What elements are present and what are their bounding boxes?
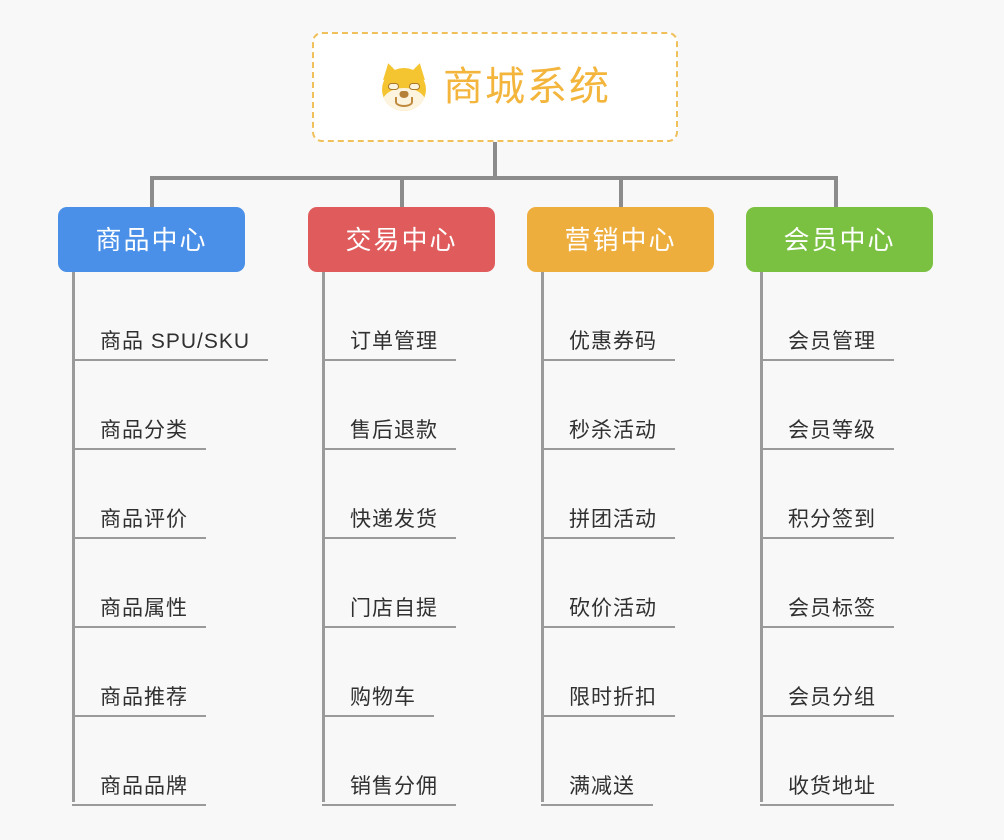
leaf-label: 售后退款 [350,418,438,442]
leaf-item[interactable]: 秒杀活动 [541,361,675,450]
leaf-item[interactable]: 积分签到 [760,450,894,539]
category-header-label: 商品中心 [95,224,208,255]
leaf-item[interactable]: 商品属性 [72,539,206,628]
leaf-label: 限时折扣 [569,685,657,709]
shiba-eye-right [409,83,420,90]
shiba-head [382,68,426,111]
leaf-item[interactable]: 商品评价 [72,450,206,539]
category-header-label: 交易中心 [345,224,458,255]
leaf-item[interactable]: 商品 SPU/SKU [72,272,269,361]
connector-drop-4 [834,176,838,209]
leaf-item[interactable]: 会员分组 [760,628,894,717]
root-node[interactable]: 商城系统 [312,32,678,142]
leaf-item[interactable]: 订单管理 [322,272,456,361]
leaf-item[interactable]: 会员等级 [760,361,894,450]
category-header-1[interactable]: 商品中心 [58,207,245,272]
leaf-item[interactable]: 会员标签 [760,539,894,628]
leaf-label: 会员分组 [788,685,876,709]
leaf-label: 购物车 [350,685,416,709]
leaf-label: 门店自提 [350,596,438,620]
leaf-label: 会员标签 [788,596,876,620]
leaf-item[interactable]: 商品推荐 [72,628,206,717]
leaf-label: 商品属性 [100,596,188,620]
leaf-item[interactable]: 商品品牌 [72,717,206,806]
leaf-label: 积分签到 [788,507,876,531]
connector-root-stem [493,142,497,180]
leaf-label: 会员管理 [788,329,876,353]
leaf-item[interactable]: 优惠券码 [541,272,675,361]
leaf-item[interactable]: 满减送 [541,717,653,806]
leaf-label: 商品品牌 [100,774,188,798]
connector-horizontal-bus [150,176,838,180]
leaf-item[interactable]: 砍价活动 [541,539,675,628]
leaf-label: 商品分类 [100,418,188,442]
category-header-label: 营销中心 [564,224,677,255]
leaf-item[interactable]: 快递发货 [322,450,456,539]
connector-drop-1 [150,176,154,209]
connector-drop-2 [400,176,404,209]
root-title: 商城系统 [443,65,611,109]
leaf-item[interactable]: 门店自提 [322,539,456,628]
leaf-item[interactable]: 会员管理 [760,272,894,361]
leaf-label: 收货地址 [788,774,876,798]
leaf-item[interactable]: 限时折扣 [541,628,675,717]
leaf-item[interactable]: 收货地址 [760,717,894,806]
leaf-label: 满减送 [569,774,635,798]
leaf-label: 销售分佣 [350,774,438,798]
leaf-label: 快递发货 [350,507,438,531]
leaf-label: 商品评价 [100,507,188,531]
leaf-label: 拼团活动 [569,507,657,531]
leaf-item[interactable]: 售后退款 [322,361,456,450]
shiba-dog-icon [379,61,429,111]
category-header-3[interactable]: 营销中心 [527,207,714,272]
category-header-4[interactable]: 会员中心 [746,207,933,272]
leaf-label: 优惠券码 [569,329,657,353]
category-header-2[interactable]: 交易中心 [308,207,495,272]
connector-drop-3 [619,176,623,209]
leaf-label: 商品推荐 [100,685,188,709]
leaf-item[interactable]: 购物车 [322,628,434,717]
shiba-nose [399,91,409,98]
shiba-mouth [395,97,413,107]
leaf-label: 商品 SPU/SKU [100,329,251,353]
category-header-label: 会员中心 [783,224,896,255]
leaf-label: 订单管理 [350,329,438,353]
leaf-label: 砍价活动 [569,596,657,620]
leaf-item[interactable]: 销售分佣 [322,717,456,806]
leaf-label: 秒杀活动 [569,418,657,442]
leaf-label: 会员等级 [788,418,876,442]
leaf-item[interactable]: 拼团活动 [541,450,675,539]
leaf-item[interactable]: 商品分类 [72,361,206,450]
shiba-eye-left [388,83,399,90]
